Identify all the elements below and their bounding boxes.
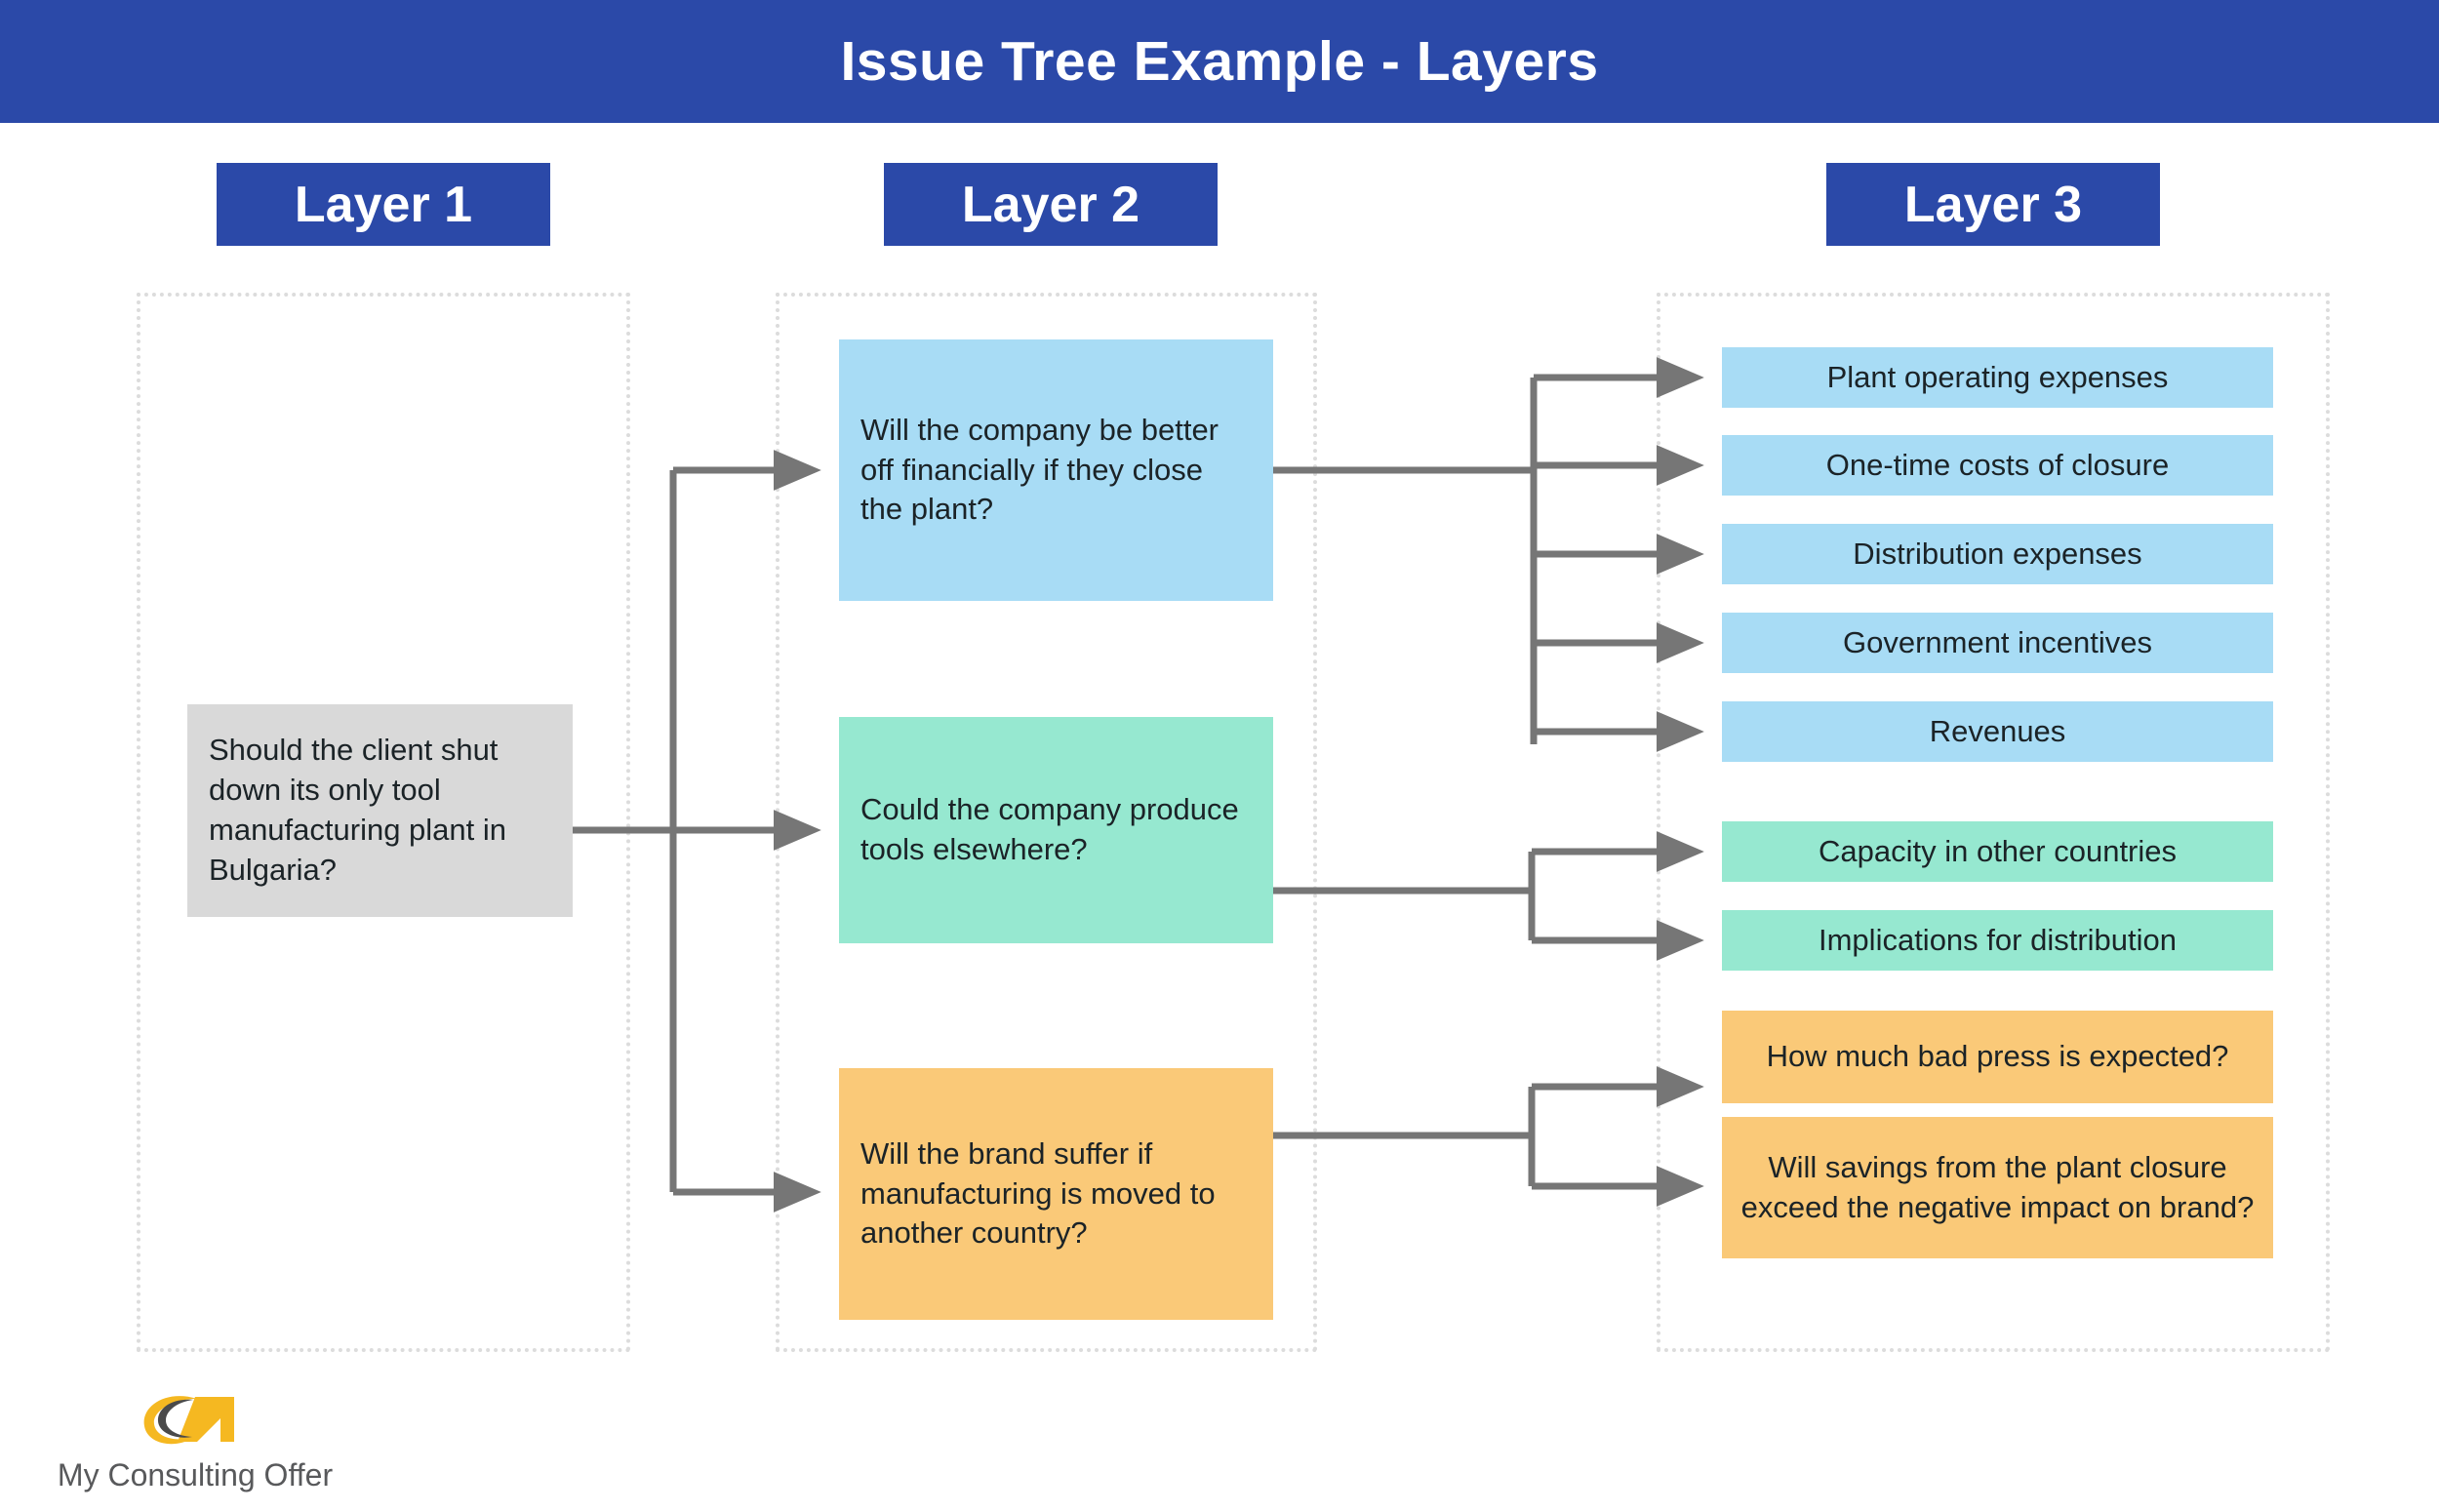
node-l2-brand[interactable]: Will the brand suffer if manufacturing i… bbox=[839, 1068, 1273, 1320]
node-l3-plant-operating-expenses[interactable]: Plant operating expenses bbox=[1722, 347, 2273, 408]
layer-label-1: Layer 1 bbox=[217, 163, 550, 246]
node-l3-capacity-in-other-countries[interactable]: Capacity in other countries bbox=[1722, 821, 2273, 882]
footer-logo: My Consulting Offer bbox=[34, 1393, 356, 1500]
layer-column-1 bbox=[137, 293, 630, 1352]
node-l3-bad-press[interactable]: How much bad press is expected? bbox=[1722, 1011, 2273, 1103]
layer-label-3: Layer 3 bbox=[1826, 163, 2160, 246]
header-banner: Issue Tree Example - Layers bbox=[0, 0, 2439, 123]
node-l3-distribution-expenses[interactable]: Distribution expenses bbox=[1722, 524, 2273, 584]
node-l3-revenues[interactable]: Revenues bbox=[1722, 701, 2273, 762]
layer-column-3 bbox=[1657, 293, 2330, 1352]
node-l3-savings-vs-brand[interactable]: Will savings from the plant closure exce… bbox=[1722, 1117, 2273, 1258]
node-l3-one-time-costs-of-closure[interactable]: One-time costs of closure bbox=[1722, 435, 2273, 496]
node-l3-implications-for-distribution[interactable]: Implications for distribution bbox=[1722, 910, 2273, 971]
swoosh-arrow-icon bbox=[143, 1396, 234, 1445]
logo-text: My Consulting Offer bbox=[57, 1457, 334, 1492]
node-l2-elsewhere[interactable]: Could the company produce tools elsewher… bbox=[839, 717, 1273, 943]
node-l3-government-incentives[interactable]: Government incentives bbox=[1722, 613, 2273, 673]
node-root-question[interactable]: Should the client shut down its only too… bbox=[187, 704, 573, 917]
layer-label-2: Layer 2 bbox=[884, 163, 1218, 246]
page-title: Issue Tree Example - Layers bbox=[840, 30, 1599, 93]
node-l2-financial[interactable]: Will the company be better off financial… bbox=[839, 339, 1273, 601]
